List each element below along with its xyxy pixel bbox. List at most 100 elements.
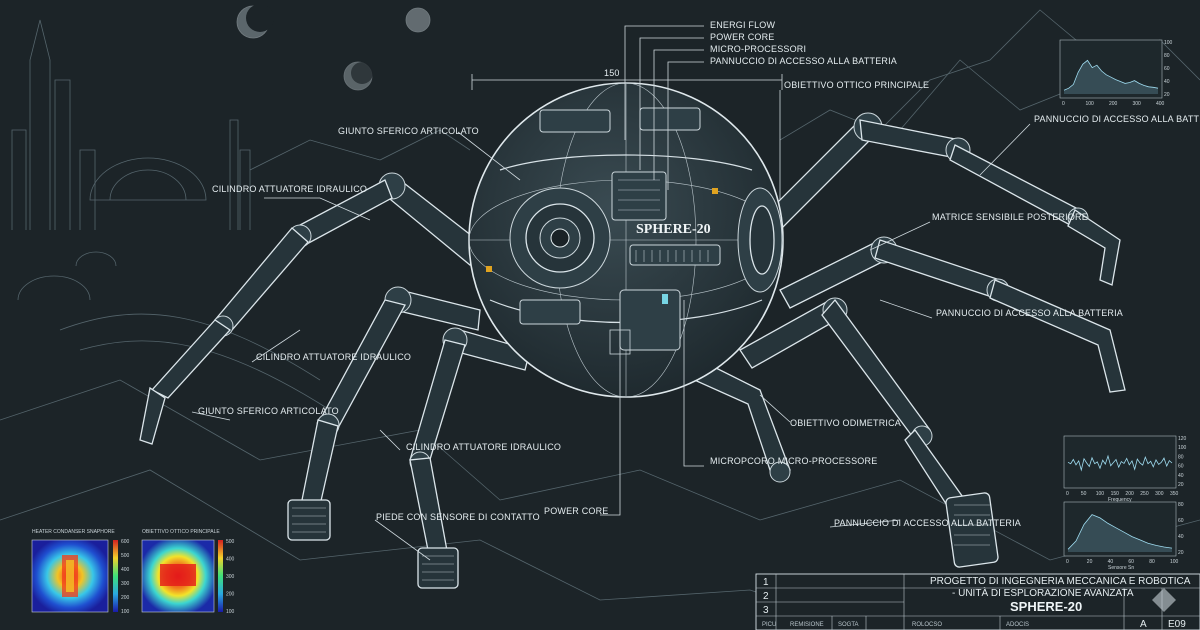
dimension-line: 150 (471, 68, 783, 90)
y-tick-label: 60 (1178, 464, 1184, 470)
y-tick-label: 60 (1164, 66, 1170, 72)
y-tick-label: 80 (1164, 53, 1170, 59)
label-power-core: POWER CORE (544, 506, 609, 516)
series-line (1067, 514, 1173, 550)
title-block-footer-2: REMISIONE (790, 622, 824, 628)
x-tick-label: 100 (1170, 559, 1179, 565)
label-pannuccio-right-mid: PANNUCCIO DI ACCESSO ALLA BATTERIA (936, 308, 1123, 318)
x-tick-label: 200 (1125, 491, 1134, 497)
x-axis-label: Sensore Sn (1108, 565, 1134, 571)
heatmap-2-title: OBIETTIVO OTTICO PRINCIPALE (142, 529, 220, 535)
label-obiettivo-odometrico: OBIETTIVO ODIMETRICA (790, 418, 901, 428)
x-tick-label: 0 (1062, 101, 1065, 107)
series-line (1067, 454, 1173, 472)
x-axis-label: Frequency (1108, 497, 1132, 503)
label-power-core-top: POWER CORE (710, 32, 775, 42)
label-cilindro-top: CILINDRO ATTUATORE IDRAULICO (212, 184, 367, 194)
colorbar-tick-label: 600 (121, 539, 130, 545)
y-tick-label: 100 (1178, 445, 1187, 451)
heatmap-panel-2: OBIETTIVO OTTICO PRINCIPALE 500 400 300 200… (141, 529, 235, 615)
x-tick-label: 150 (1111, 491, 1120, 497)
heatmap-1-colorbar (113, 540, 118, 612)
title-block: 1 2 3 PROGETTO DI INGEGNERIA MECCANICA E… (755, 573, 1200, 630)
colorbar-tick-label: 400 (226, 557, 235, 563)
heatmap-1-scale: 600 500 400 300 200 100 (121, 539, 130, 615)
colorbar-tick-label: 300 (226, 574, 235, 580)
x-tick-label: 0 (1066, 559, 1069, 565)
y-tick-label: 60 (1178, 518, 1184, 524)
title-block-row-1: 1 (763, 577, 769, 588)
label-cilindro-bottom: CILINDRO ATTUATORE IDRAULICO (406, 442, 561, 452)
title-block-footer-3: SOGTA (838, 622, 859, 628)
x-tick-label: 300 (1155, 491, 1164, 497)
title-block-footer-1: PICU (762, 622, 776, 628)
y-tick-label: 80 (1178, 454, 1184, 460)
label-giunto-top: GIUNTO SFERICO ARTICOLATO (338, 126, 479, 136)
label-energi-flow: ENERGI FLOW (710, 20, 776, 30)
title-block-project: PROGETTO DI INGEGNERIA MECCANICA E ROBOT… (930, 576, 1191, 587)
sphere-body: SPHERE-20 (468, 82, 784, 398)
background-scenery (0, 4, 1200, 621)
dimension-value: 150 (604, 68, 620, 78)
label-giunto-left: GIUNTO SFERICO ARTICOLATO (198, 406, 339, 416)
colorbar-tick-label: 500 (226, 539, 235, 545)
robot-legs-right (689, 112, 1126, 568)
label-micro-processori: MICRO-PROCESSORI (710, 44, 806, 54)
label-pannuccio-top: PANNUCCIO DI ACCESSO ALLA BATTERIA (710, 56, 897, 66)
y-tick-label: 40 (1164, 79, 1170, 85)
y-tick-label: 40 (1178, 473, 1184, 479)
x-tick-label: 100 (1096, 491, 1105, 497)
sphere-name-label: SPHERE-20 (636, 222, 711, 237)
title-block-footer-6: A (1140, 619, 1147, 630)
series-line (1063, 59, 1159, 91)
label-obiettivo-ottico: OBIETTIVO OTTICO PRINCIPALE (784, 80, 929, 90)
x-tick-label: 0 (1066, 491, 1069, 497)
label-matrice: MATRICE SENSIBILE POSTERIORE (932, 212, 1088, 222)
heatmap-2-scale: 500 400 300 200 100 (226, 539, 235, 615)
title-block-name: SPHERE-20 (1010, 599, 1082, 614)
colorbar-tick-label: 400 (121, 567, 130, 573)
leader-lines (191, 25, 1031, 561)
title-block-footer-4: ROLOCSO (912, 622, 942, 628)
colorbar-tick-label: 300 (121, 581, 130, 587)
title-block-footer-7: E09 (1168, 619, 1186, 630)
x-tick-label: 60 (1128, 559, 1134, 565)
colorbar-tick-label: 100 (121, 609, 130, 615)
x-tick-label: 100 (1086, 101, 1095, 107)
x-tick-label: 20 (1087, 559, 1093, 565)
label-pannuccio-right-top: PANNUCCIO DI ACCESSO ALLA BATTERIA (1034, 114, 1200, 124)
x-tick-label: 400 (1156, 101, 1165, 107)
callout-labels: ENERGI FLOW POWER CORE MICRO-PROCESSORI … (198, 20, 1200, 528)
label-piede: PIEDE CON SENSORE DI CONTATTO (376, 512, 540, 522)
title-block-row-3: 3 (763, 605, 769, 616)
heatmap-1-title: HEATER CONDANSER SNAPHORE (32, 529, 115, 535)
label-cilindro-left: CILINDRO ATTUATORE IDRAULICO (256, 352, 411, 362)
logo-icon (1152, 588, 1176, 612)
x-tick-label: 350 (1170, 491, 1179, 497)
y-tick-label: 120 (1178, 436, 1187, 442)
heatmap-2-colorbar (218, 540, 223, 612)
title-block-subtitle: - UNITÀ DI ESPLORAZIONE AVANZATA (952, 586, 1134, 599)
x-tick-label: 40 (1108, 559, 1114, 565)
colorbar-tick-label: 200 (121, 595, 130, 601)
x-tick-label: 80 (1149, 559, 1155, 565)
y-tick-label: 80 (1178, 502, 1184, 508)
robot-legs (139, 172, 531, 589)
colorbar-tick-label: 500 (121, 553, 130, 559)
y-tick-label: 20 (1178, 550, 1184, 556)
y-tick-label: 20 (1178, 482, 1184, 488)
colorbar-tick-label: 200 (226, 592, 235, 598)
y-tick-label: 20 (1164, 92, 1170, 98)
title-block-row-2: 2 (763, 591, 769, 602)
heatmap-panel-1: HEATER CONDANSER SNAPHORE 600 500 400 300 20… (31, 529, 130, 615)
x-tick-label: 200 (1109, 101, 1118, 107)
label-micropcoro: MICROPCORO MICRO-PROCESSORE (710, 456, 877, 466)
title-block-footer-5: ADOCIS (1006, 622, 1029, 628)
y-tick-label: 100 (1164, 40, 1173, 46)
colorbar-tick-label: 100 (226, 609, 235, 615)
